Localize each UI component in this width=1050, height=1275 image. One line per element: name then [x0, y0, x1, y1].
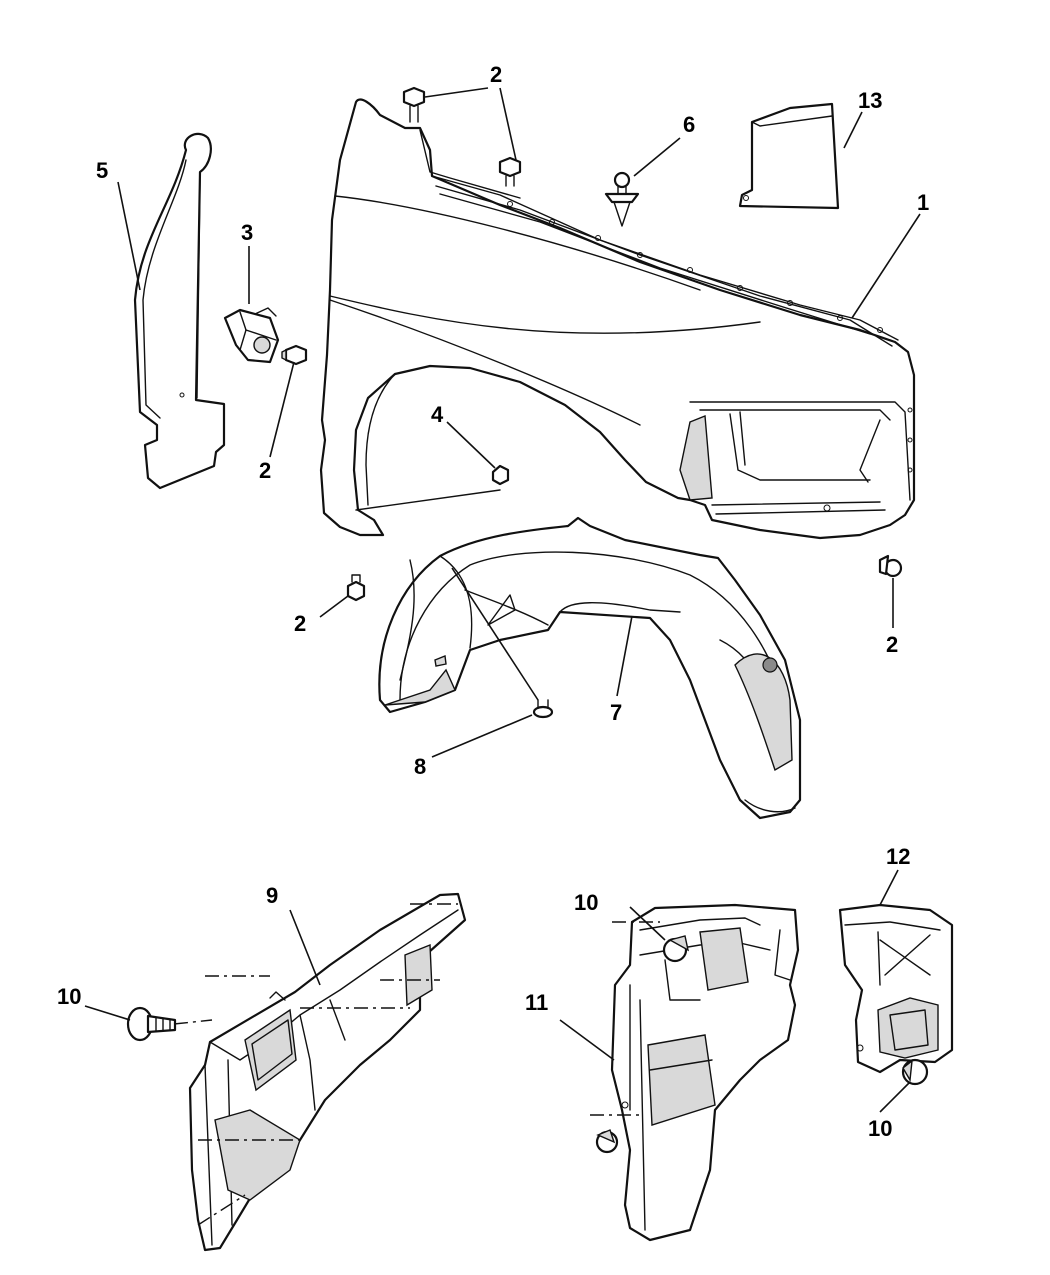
part-11-splash-shield [610, 903, 800, 1242]
part-12-panel [838, 903, 954, 1074]
callout-1: 1 [917, 190, 929, 215]
callout-9: 9 [266, 883, 278, 908]
callout-2-bracket: 2 [259, 458, 271, 483]
callout-2-lower-right: 2 [886, 632, 898, 657]
part-10-fastener-left [126, 1006, 177, 1042]
callout-8: 8 [414, 754, 426, 779]
part-8-push-fastener [532, 699, 554, 719]
callout-10-center: 10 [574, 890, 598, 915]
part-2-bolt-lower-right [878, 554, 903, 578]
callout-10-right: 10 [868, 1116, 892, 1141]
part-7-wheelhouse-liner [378, 516, 802, 820]
part-2-bolt-lower-left [346, 574, 366, 602]
callout-11: 11 [525, 990, 548, 1015]
part-2-bolt-top-mid [498, 156, 522, 187]
callout-4: 4 [431, 402, 444, 427]
callout-13: 13 [858, 88, 882, 113]
callout-10-left: 10 [57, 984, 81, 1009]
callout-2-top-left: 2 [490, 62, 502, 87]
part-6-push-pin [604, 171, 640, 227]
callout-labels: 2 13 6 5 3 1 4 2 2 2 7 8 12 9 10 10 11 1… [57, 62, 929, 1141]
part-13-bracket-plate [738, 102, 840, 210]
part-10-fastener-right [901, 1058, 929, 1086]
part-5-fender-seal [133, 132, 226, 490]
part-10-fastener-center-top [662, 935, 690, 963]
part-4-nut [491, 464, 510, 486]
callout-2-lower-left: 2 [294, 611, 306, 636]
assembly-lines [173, 903, 660, 1226]
leader-lines [84, 87, 921, 1113]
part-2-bolt-top-left [402, 86, 426, 123]
callout-7: 7 [610, 700, 622, 725]
part-1-fender [319, 98, 916, 540]
callout-5: 5 [96, 158, 108, 183]
callout-3: 3 [241, 220, 253, 245]
part-10-fastener-center-low [595, 1129, 619, 1154]
part-3-clip-bracket [223, 307, 280, 364]
callout-12: 12 [886, 844, 910, 869]
part-9-splash-shield [188, 892, 467, 1252]
part-2-bolt-bracket [281, 344, 308, 366]
callout-6: 6 [683, 112, 695, 137]
